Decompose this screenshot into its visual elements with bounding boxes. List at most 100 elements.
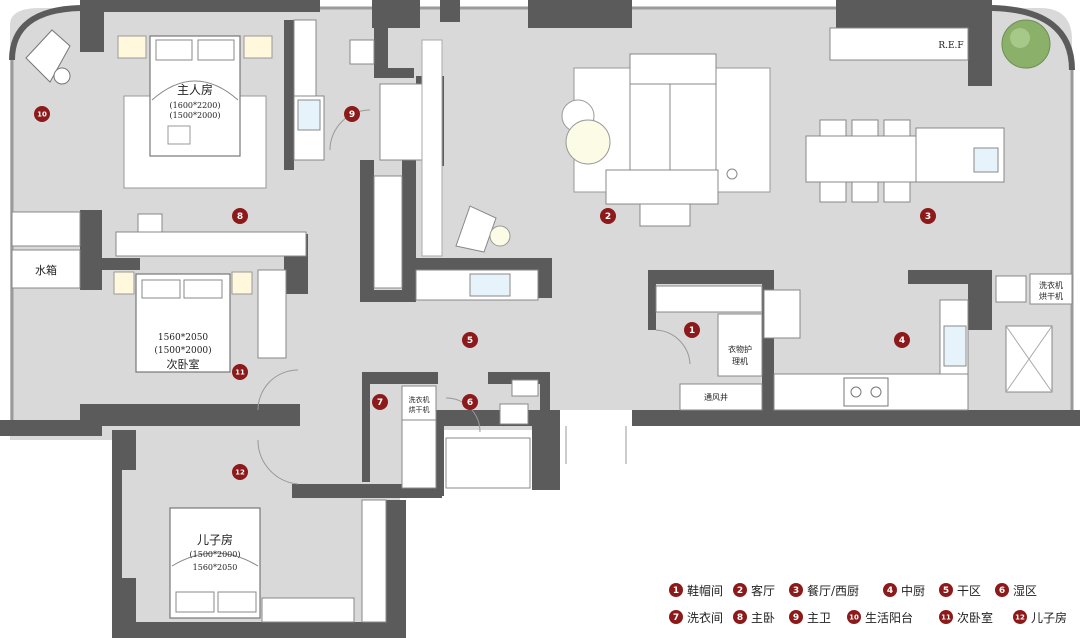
cabinet-column bbox=[421, 39, 443, 257]
right-shaft-x2 bbox=[1005, 325, 1053, 393]
master-bed-size-2: (1500*2000) bbox=[170, 111, 221, 120]
second-door bbox=[257, 369, 299, 411]
badge-number: 2 bbox=[737, 586, 743, 596]
son-pillow-2 bbox=[217, 591, 257, 613]
legend-label-8: 主卧 bbox=[751, 611, 775, 625]
son-bed-size-1: (1500*2000) bbox=[190, 550, 241, 559]
badge-circle bbox=[733, 583, 747, 597]
master-shower bbox=[379, 83, 429, 161]
wall-ksmall2 bbox=[374, 68, 414, 78]
dining-room: R.E.F bbox=[805, 19, 1051, 203]
master-pillow-1 bbox=[155, 39, 193, 61]
entry-door bbox=[565, 426, 627, 464]
badge-circle bbox=[600, 208, 616, 224]
wall-son-left bbox=[112, 430, 136, 470]
son-bed-size-2: 1560*2050 bbox=[193, 563, 238, 572]
badge-number: 6 bbox=[999, 586, 1005, 596]
kitchenette-sink bbox=[469, 273, 511, 297]
room-badge-3: 3 bbox=[920, 208, 936, 224]
badge-number: 3 bbox=[793, 586, 799, 596]
second-nightstand-r bbox=[231, 271, 253, 295]
island-sink bbox=[973, 147, 999, 173]
wet-shower bbox=[445, 437, 531, 489]
dining-table bbox=[805, 135, 917, 183]
room-badge-4: 4 bbox=[894, 332, 910, 348]
son-room-label: 儿子房 bbox=[197, 532, 233, 547]
water-tank-box bbox=[11, 249, 81, 289]
lamp-small bbox=[726, 168, 738, 180]
room-badge-3-legend: 3 bbox=[789, 583, 803, 597]
badge-number: 8 bbox=[237, 212, 243, 222]
badge-number: 5 bbox=[943, 586, 949, 596]
badge-circle bbox=[669, 610, 683, 624]
second-pillow-2 bbox=[183, 279, 223, 299]
wall-bed2-b bbox=[100, 258, 140, 270]
legend-label-10: 生活阳台 bbox=[865, 610, 913, 625]
master-nightstand-l bbox=[117, 35, 147, 59]
ottoman bbox=[639, 203, 691, 227]
side-table-2 bbox=[565, 119, 611, 165]
sofa-chaise bbox=[605, 169, 719, 205]
son-wardrobe bbox=[361, 499, 387, 623]
room-badge-12: 12 bbox=[232, 464, 248, 480]
legend-label-5: 干区 bbox=[957, 584, 981, 598]
washer-box-right bbox=[1029, 273, 1073, 305]
shoe-door bbox=[655, 329, 691, 365]
son-desk bbox=[261, 597, 355, 623]
badge-number: 10 bbox=[849, 614, 859, 622]
wall-son-left2 bbox=[112, 470, 122, 638]
wall-right-bottom bbox=[992, 410, 1080, 426]
legend-label-9: 主卫 bbox=[807, 611, 831, 625]
badge-circle bbox=[939, 583, 953, 597]
badge-circle bbox=[1013, 610, 1027, 624]
badge-circle bbox=[344, 106, 360, 122]
room-badge-2-legend: 2 bbox=[733, 583, 747, 597]
son-room: 儿子房 (1500*2000) 1560*2050 bbox=[169, 439, 387, 623]
room-badge-10: 10 bbox=[34, 106, 50, 122]
master-bed-size-1: (1600*2200) bbox=[170, 101, 221, 110]
wall-left-3 bbox=[80, 404, 102, 436]
wardrobe-strip bbox=[115, 231, 307, 257]
legend-label-12: 儿子房 bbox=[1031, 610, 1067, 625]
chair-t1 bbox=[819, 119, 847, 137]
shoe-care-2: 理机 bbox=[732, 356, 748, 366]
living-room bbox=[421, 39, 771, 257]
badge-circle bbox=[462, 332, 478, 348]
burner-2 bbox=[870, 386, 882, 398]
room-badge-8-legend: 8 bbox=[733, 610, 747, 624]
wall-mid-step2 bbox=[532, 410, 560, 490]
badge-number: 12 bbox=[1015, 614, 1025, 622]
son-blanket-fold bbox=[171, 552, 259, 567]
chair-b2 bbox=[851, 181, 879, 203]
badge-circle bbox=[995, 583, 1009, 597]
wall-bed2-c bbox=[100, 404, 300, 426]
badge-circle bbox=[920, 208, 936, 224]
lounge-table bbox=[489, 225, 511, 247]
wall-corr-r bbox=[402, 160, 416, 300]
master-bedroom: 主人房 (1600*2200) (1500*2000) bbox=[117, 35, 273, 189]
badge-circle bbox=[232, 464, 248, 480]
life-balcony bbox=[25, 29, 71, 85]
plant-inner bbox=[1010, 28, 1030, 48]
wall-wet-r bbox=[540, 372, 550, 412]
room-badge-7: 7 bbox=[372, 394, 388, 410]
laundry-wet: 洗衣机 烘干机 bbox=[401, 379, 627, 489]
legend-label-11: 次卧室 bbox=[957, 610, 993, 625]
wall-son-right bbox=[386, 500, 406, 638]
son-pillow-1 bbox=[175, 591, 215, 613]
badge-number: 12 bbox=[235, 469, 245, 477]
wall-son-bottom bbox=[112, 622, 402, 638]
badge-number: 4 bbox=[887, 586, 893, 596]
second-bed-size-1: 1560*2050 bbox=[158, 333, 209, 343]
badge-number: 2 bbox=[605, 212, 611, 222]
shoe-care-1: 衣物护 bbox=[728, 344, 752, 354]
wall-top-1 bbox=[80, 0, 320, 12]
badge-number: 11 bbox=[941, 614, 951, 622]
wall-bath-a bbox=[284, 20, 294, 170]
master-wc bbox=[349, 39, 375, 65]
corridor-wardrobe bbox=[373, 175, 403, 289]
badge-number: 3 bbox=[925, 212, 931, 222]
legend-label-6: 湿区 bbox=[1013, 583, 1037, 598]
